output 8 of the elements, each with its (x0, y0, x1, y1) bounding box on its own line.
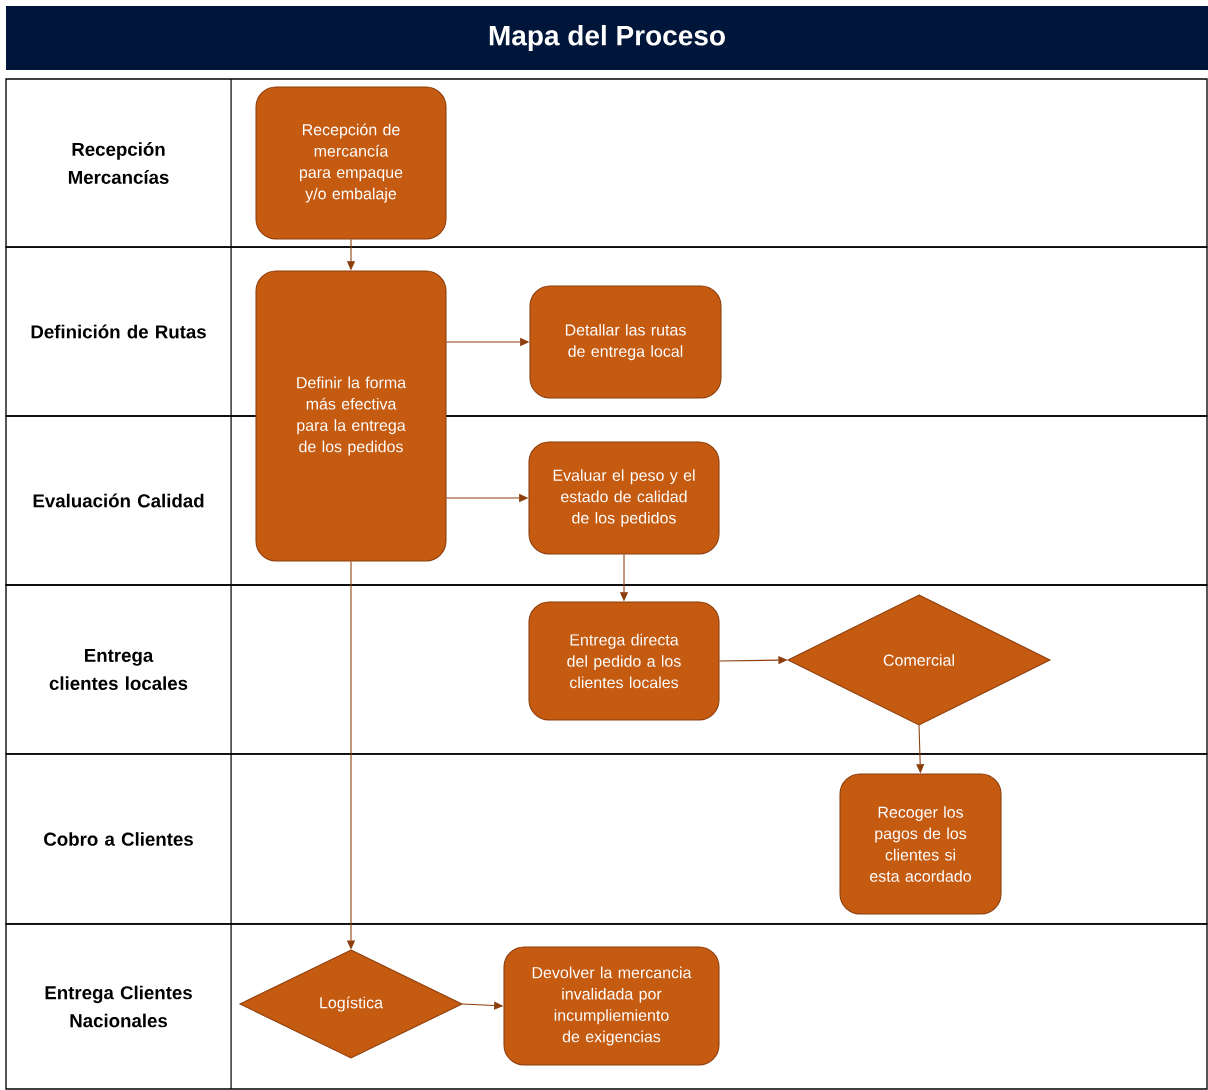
title-bar: Mapa del Proceso (6, 6, 1208, 70)
process-box: Evaluar el peso y el estado de calidad de los pedidos (528, 441, 720, 555)
process-box: Entrega directa del pedido a los clientes locales (528, 601, 720, 721)
process-box: Definir la forma más efectiva para la entrega de los pedidos (255, 270, 447, 562)
process-box: Detallar las rutas de entrega local (529, 285, 722, 399)
process-box: Devolver la mercancia invalidada por incumpliemiento de exigencias (503, 946, 720, 1066)
process-box: Recoger los pagos de los clientes si esta acordado (839, 773, 1002, 915)
process-box: Recepción de mercancía para empaque y/o embalaje (255, 86, 447, 240)
